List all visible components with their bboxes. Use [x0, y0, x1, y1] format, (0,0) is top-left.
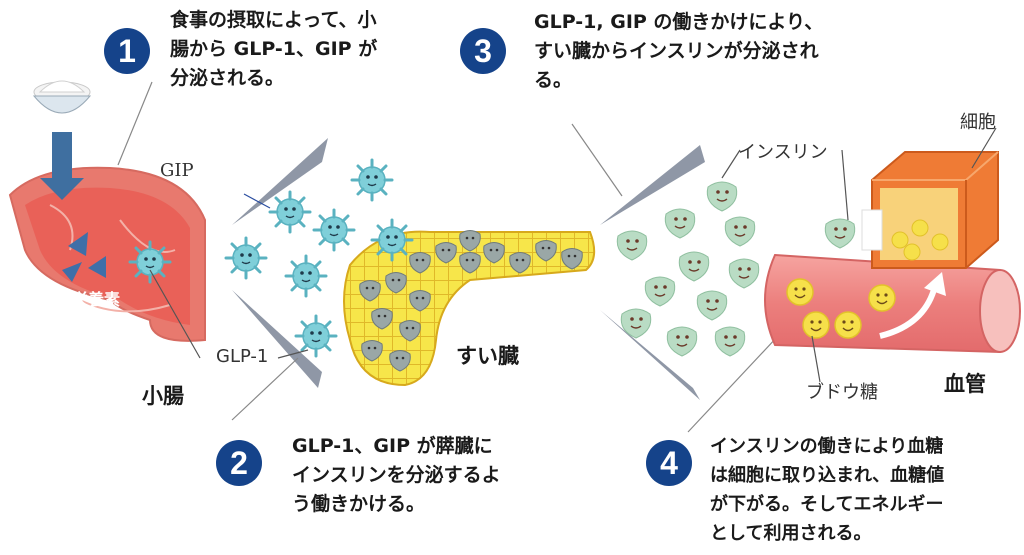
nutrients-label: 栄養素	[72, 290, 121, 309]
step-3-line-3: る。	[534, 69, 573, 91]
step-4-line-1: インスリンの働きにより血糖	[710, 436, 944, 457]
cell-label: 細胞	[960, 112, 996, 133]
small-intestine-label: 小腸	[142, 384, 184, 408]
step-1-line-1: 食事の摂取によって、小	[170, 9, 377, 31]
blood-vessel-illustration	[764, 253, 1021, 354]
insulin-label: インスリン	[738, 142, 828, 163]
step-4-badge: 4	[646, 440, 692, 486]
step-4-text: インスリンの働きにより血糖 は細胞に取り込まれ、血糖値 が下がる。そしてエネルギ…	[710, 432, 1022, 548]
step-2-text: GLP-1、GIP が膵臓に インスリンを分泌するよ う働きかける。	[292, 432, 582, 519]
step-1-text: 食事の摂取によって、小 腸から GLP-1、GIP が 分泌される。	[170, 6, 440, 93]
step-4-line-2: は細胞に取り込まれ、血糖値	[710, 465, 945, 486]
glucose-label: ブドウ糖	[806, 382, 878, 403]
step-2-line-1: GLP-1、GIP が膵臓に	[292, 435, 493, 457]
glp1-label: GLP-1	[216, 346, 269, 367]
step-1-line-2: 腸から GLP-1、GIP が	[170, 38, 378, 60]
step-1-line-3: 分泌される。	[170, 67, 285, 89]
step-3-badge: 3	[460, 28, 506, 74]
step-1-badge: 1	[104, 28, 150, 74]
insulin-particles	[616, 181, 760, 357]
step-2-line-3: う働きかける。	[292, 493, 426, 515]
cell-illustration	[824, 151, 999, 269]
gip-label: GIP	[160, 160, 194, 181]
blood-vessel-label: 血管	[944, 372, 986, 396]
step-2-line-2: インスリンを分泌するよ	[292, 464, 501, 486]
small-intestine-illustration	[8, 80, 206, 342]
step-3-line-1: GLP-1, GIP の働きかけにより、	[534, 11, 824, 33]
pancreas-illustration	[343, 230, 596, 387]
step-3-line-2: すい臓からインスリンが分泌され	[534, 40, 819, 62]
step-2-badge: 2	[216, 440, 262, 486]
step-3-text: GLP-1, GIP の働きかけにより、 すい臓からインスリンが分泌され る。	[534, 8, 894, 95]
step-4-line-4: として利用される。	[710, 523, 872, 544]
pancreas-label: すい臓	[456, 344, 519, 368]
step-4-line-3: が下がる。そしてエネルギー	[710, 494, 944, 515]
